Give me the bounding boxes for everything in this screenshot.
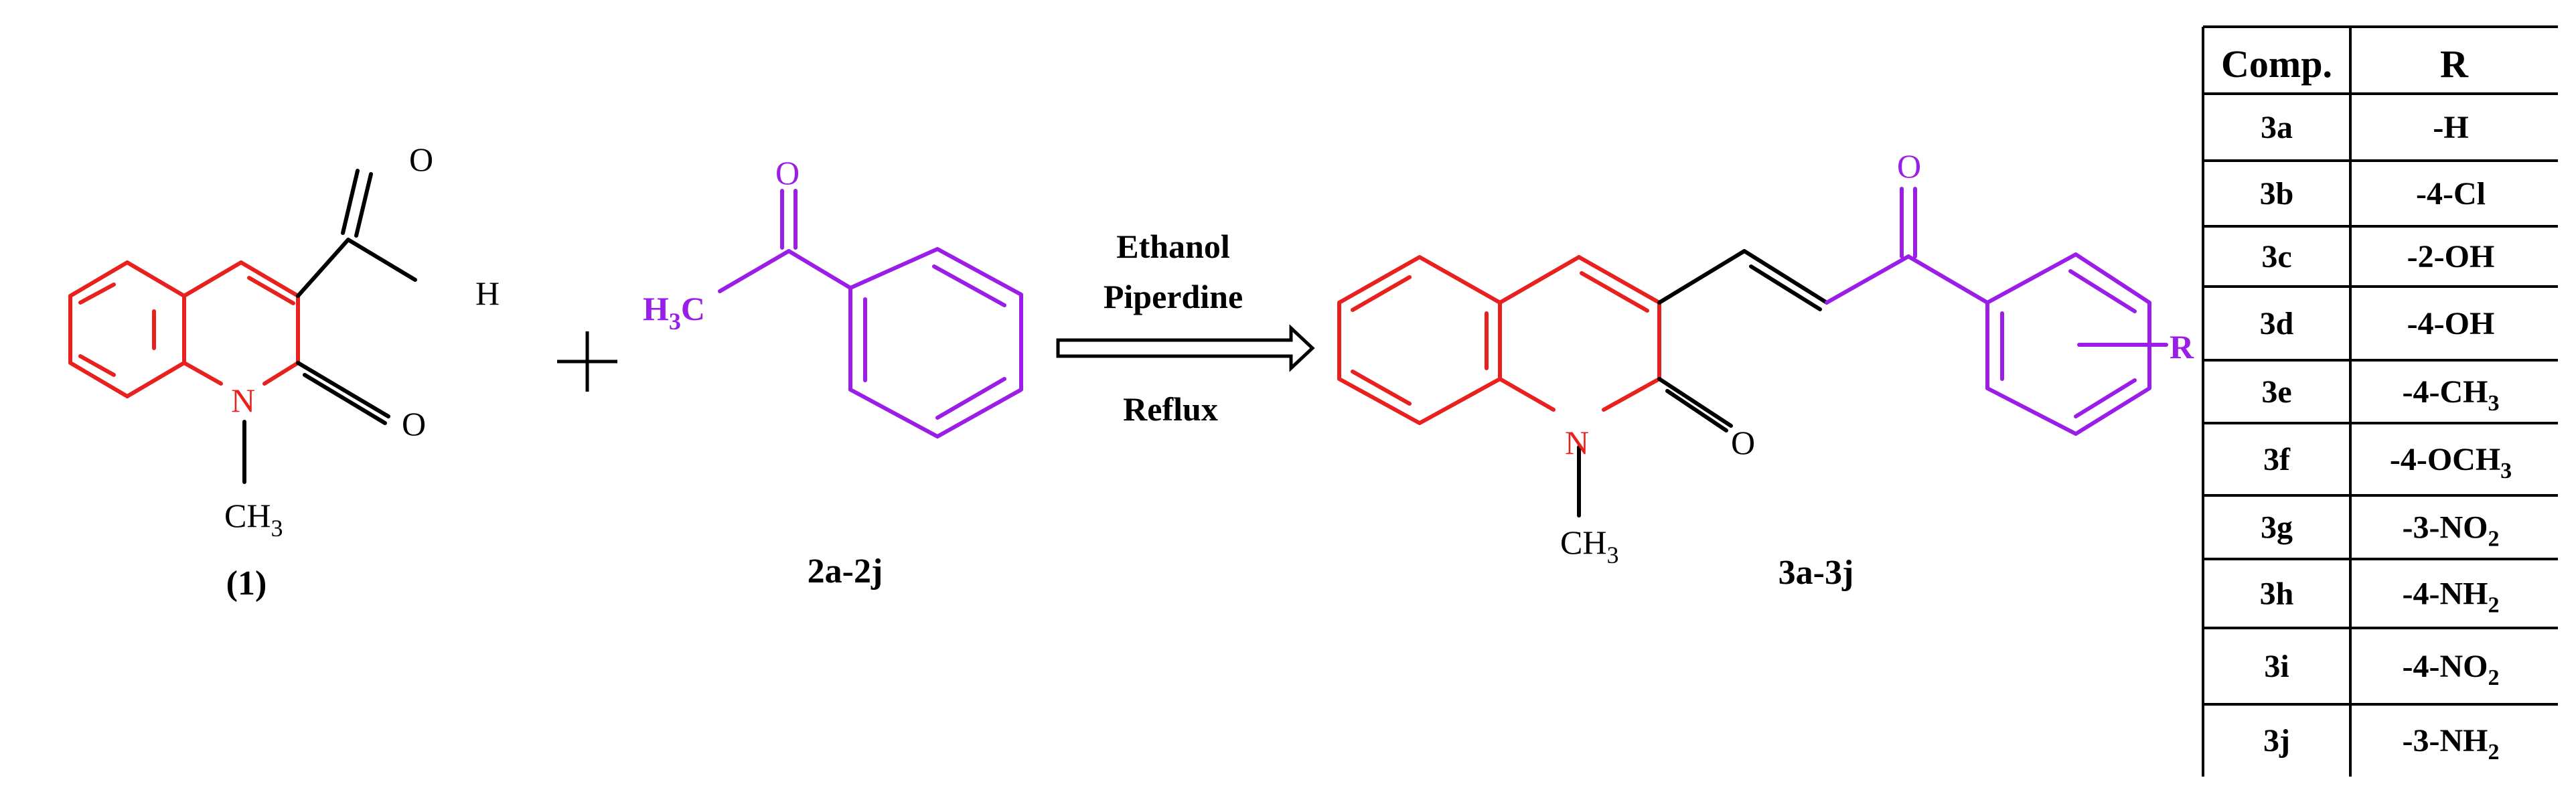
reactant-1-ring-nitrogen: N [231, 382, 255, 419]
product-methyl: CH3 [1560, 524, 1618, 568]
table-cell-r: -3-NO2 [2403, 510, 2500, 552]
substituent-table [2202, 25, 2558, 777]
product-ketone-oxygen: O [1897, 147, 1921, 185]
table-row: 3a -H [2261, 110, 2469, 145]
table-cell-r: -4-OH [2407, 306, 2495, 341]
reactant-2-ketone-oxygen: O [775, 154, 800, 191]
product-label: 3a-3j [1778, 554, 1854, 592]
product-quinolinone-core [1337, 255, 1661, 425]
table-header-r: R [2440, 42, 2469, 86]
reactant-1-aldehyde-hydrogen: H [475, 274, 500, 312]
condition-base: Piperdine [1104, 278, 1243, 315]
table-row: 3f -4-OCH3 [2263, 442, 2512, 483]
table-row: 3g -3-NO2 [2261, 510, 2499, 552]
table-cell-r: -3-NH2 [2403, 723, 2500, 765]
reactant-2-label: 2a-2j [808, 552, 883, 590]
table-row: 3h -4-NH2 [2260, 576, 2500, 618]
product-ring-nitrogen: N [1565, 424, 1589, 461]
condition-solvent: Ethanol [1116, 228, 1230, 265]
table-header-comp: Comp. [2221, 42, 2332, 86]
reactant-1-label: (1) [226, 564, 267, 603]
table-cell-comp: 3d [2260, 306, 2294, 341]
table-cell-r: -4-CH3 [2403, 374, 2500, 416]
table-rows: 3a -H 3b -4-Cl 3c -2-OH 3d -4-OH 3e -4-CH3 3f -4-OC… [2260, 110, 2512, 765]
table-cell-r: -H [2433, 110, 2468, 145]
reaction-arrow [1056, 324, 1315, 372]
table-cell-r: -2-OH [2407, 239, 2495, 274]
reactant-1-substituent-bonds [242, 169, 417, 484]
table-cell-comp: 3e [2261, 374, 2291, 410]
table-row: 3c -2-OH [2261, 239, 2494, 274]
reactant-2-structure [718, 189, 1023, 439]
table-row: 3e -4-CH3 [2261, 374, 2499, 416]
table-cell-r: -4-NH2 [2403, 576, 2500, 618]
table-cell-comp: 3f [2263, 442, 2291, 477]
product-substituent-r: R [2170, 328, 2194, 366]
condition-heat: Reflux [1123, 390, 1218, 428]
product-linker-bonds [1577, 249, 1829, 518]
table-cell-comp: 3h [2260, 576, 2294, 612]
table-cell-r: -4-Cl [2416, 176, 2486, 212]
table-cell-comp: 3g [2261, 510, 2293, 546]
table-row: 3j -3-NH2 [2263, 723, 2499, 765]
table-row: 3i -4-NO2 [2264, 649, 2499, 690]
reactant-2-methyl: H3C [643, 290, 705, 335]
table-row: 3d -4-OH [2260, 306, 2495, 341]
product-structure [1337, 187, 2168, 518]
table-cell-r: -4-OCH3 [2390, 442, 2512, 483]
table-cell-comp: 3a [2261, 110, 2293, 145]
table-cell-comp: 3c [2261, 239, 2291, 274]
table-cell-r: -4-NO2 [2403, 649, 2500, 690]
plus-sign [557, 331, 617, 392]
reactant-1-lactam-oxygen: O [402, 405, 426, 443]
reactant-1-benzo-ring [68, 260, 300, 398]
product-aryl-ketone [1825, 187, 2168, 436]
reactant-1-methyl: CH3 [224, 497, 283, 542]
table-cell-comp: 3i [2264, 649, 2289, 684]
table-cell-comp: 3j [2263, 723, 2290, 759]
table-cell-comp: 3b [2260, 176, 2294, 212]
product-lactam-oxygen: O [1731, 424, 1755, 461]
reactant-1-aldehyde-oxygen: O [409, 141, 433, 178]
table-row: 3b -4-Cl [2260, 176, 2486, 212]
reactant-1-structure [68, 169, 417, 484]
